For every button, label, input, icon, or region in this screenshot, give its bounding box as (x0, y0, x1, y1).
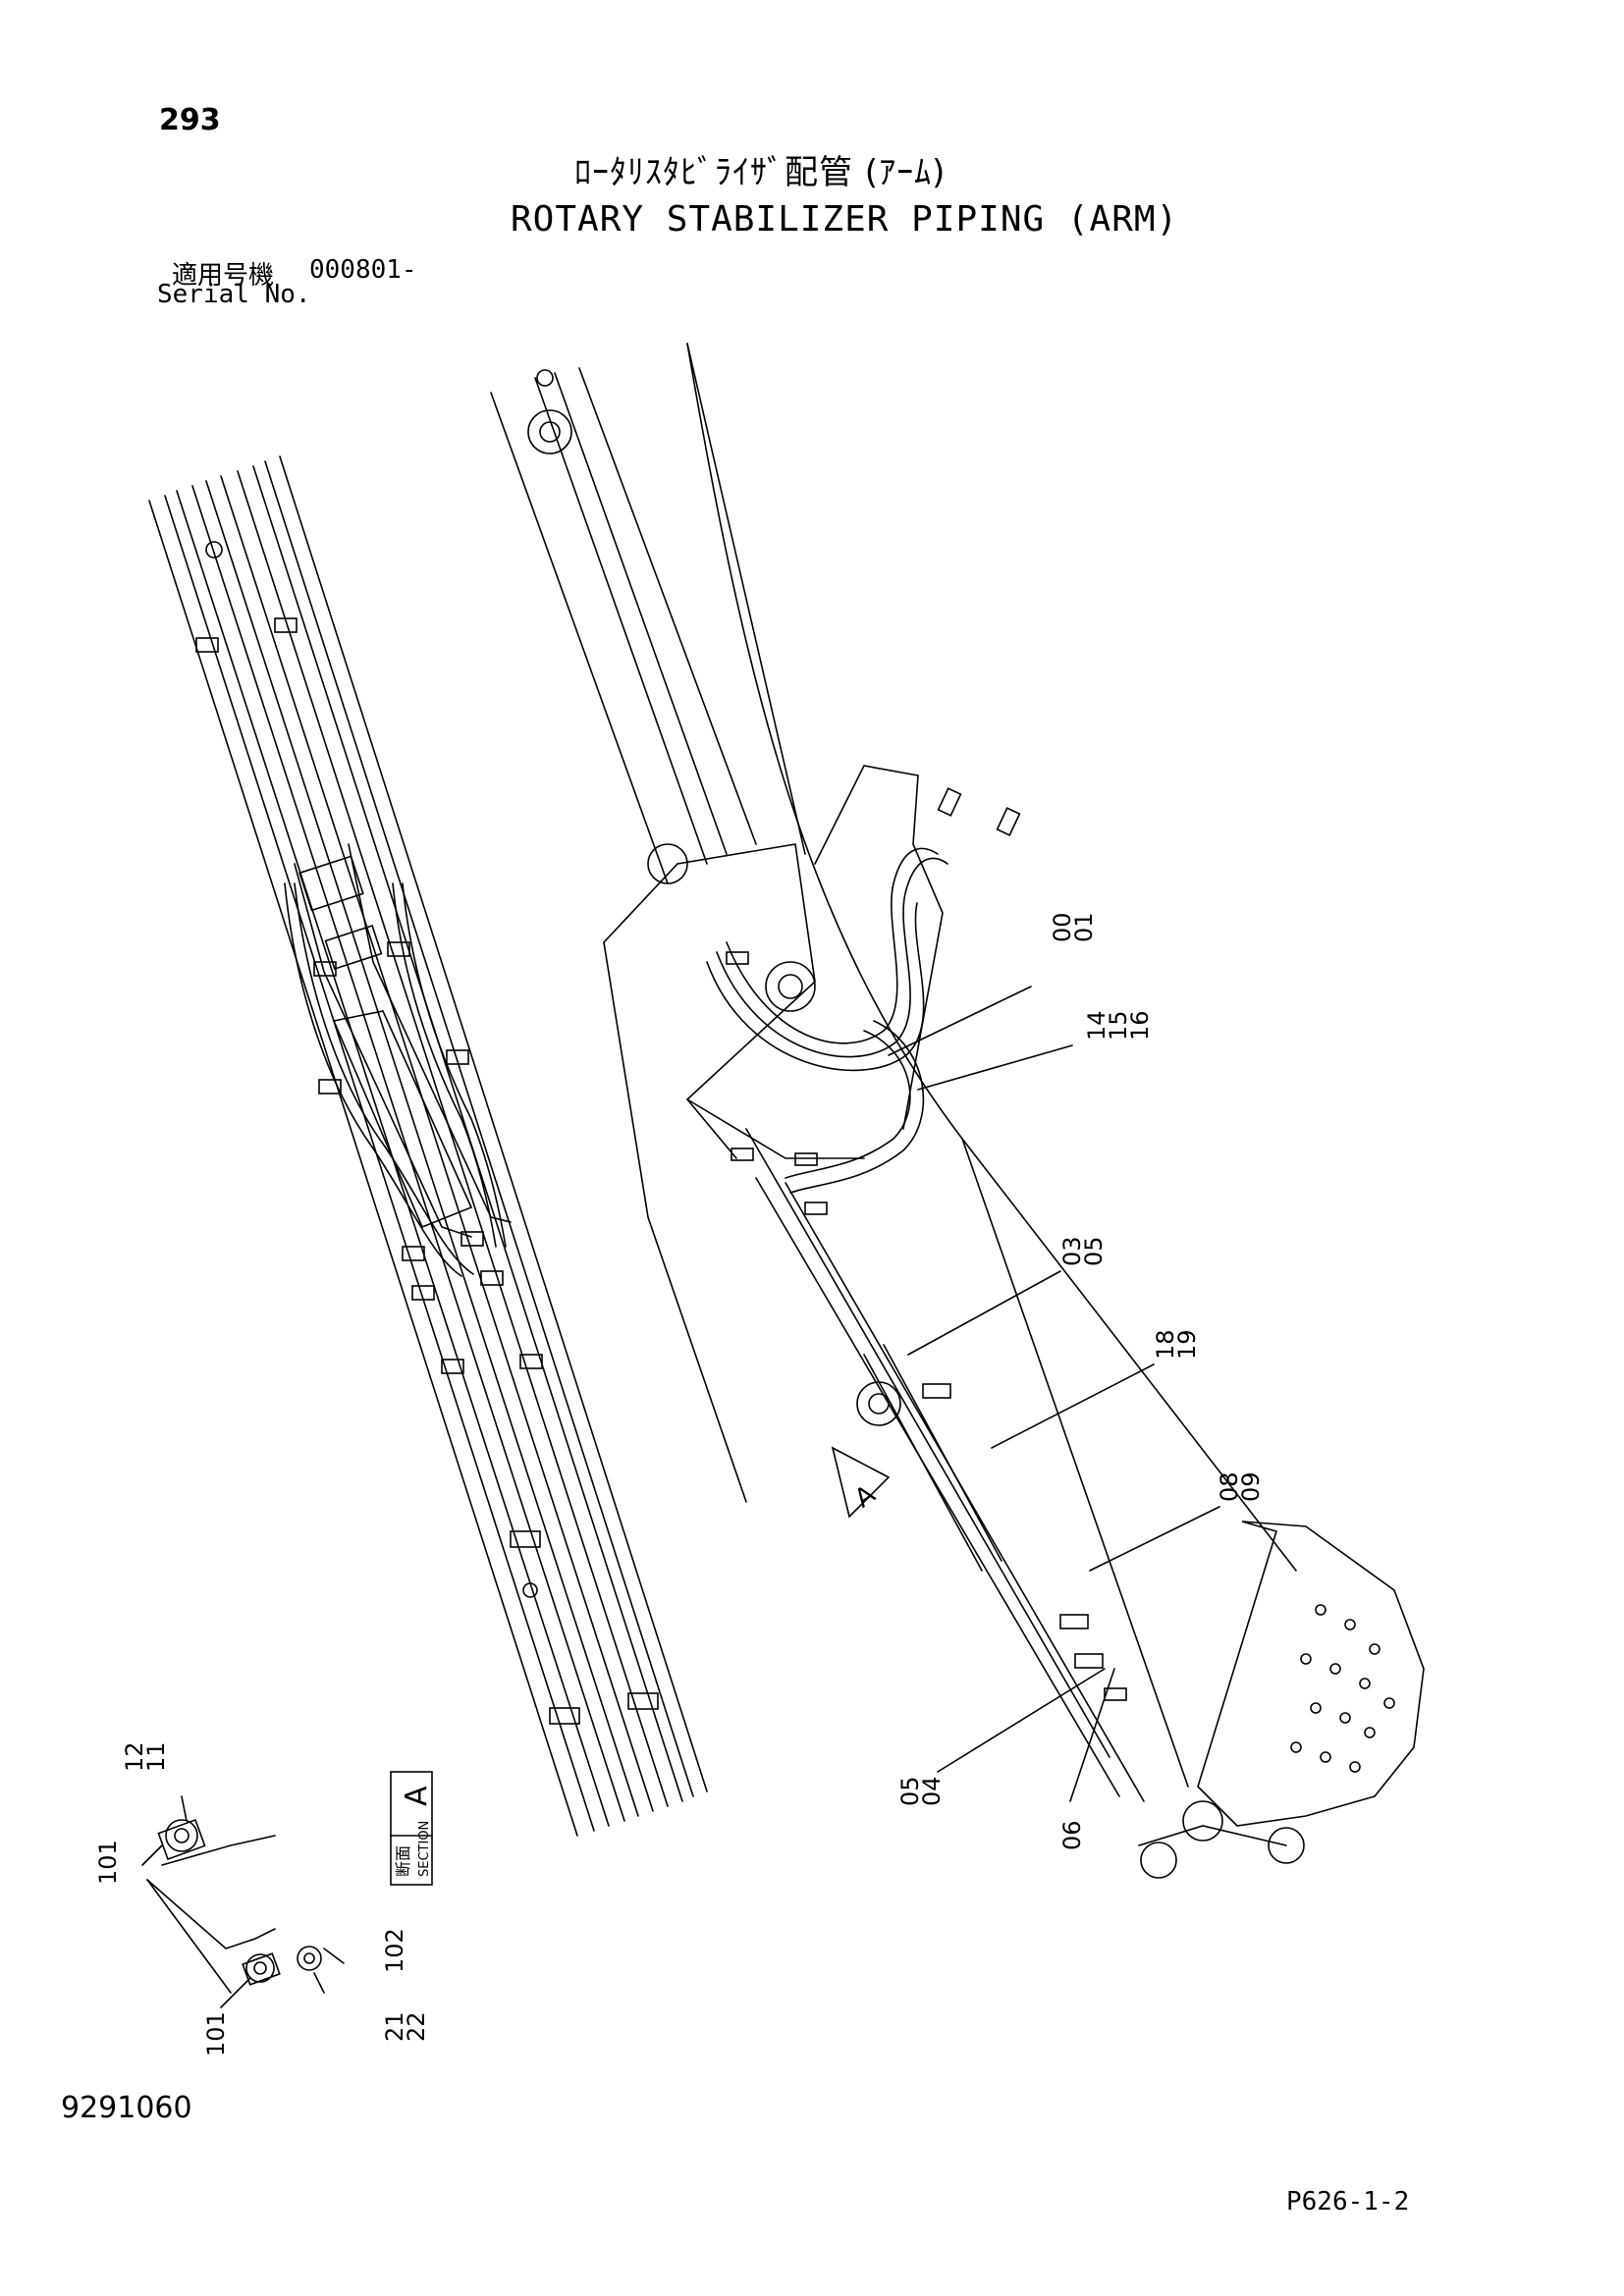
svg-text:22: 22 (403, 2011, 430, 2042)
svg-text:101: 101 (94, 1840, 122, 1885)
callout-05-04: 05 04 (896, 1776, 946, 1806)
svg-text:15: 15 (1105, 1010, 1132, 1041)
svg-text:101: 101 (202, 2011, 230, 2056)
svg-text:102: 102 (381, 1928, 408, 1973)
svg-text:11: 11 (142, 1741, 170, 1772)
svg-text:14: 14 (1083, 1010, 1110, 1041)
callout-101-bottom: 101 (202, 2011, 230, 2056)
section-a-marker (831, 1446, 891, 1519)
svg-text:断面: 断面 (394, 1845, 412, 1877)
serial-label-japanese: 適用号機 (172, 261, 275, 291)
callout-21-22: 21 22 (381, 2011, 430, 2042)
svg-text:12: 12 (121, 1741, 148, 1772)
section-a-detail (141, 1771, 433, 2008)
svg-text:00: 00 (1049, 912, 1076, 942)
svg-text:18: 18 (1152, 1329, 1179, 1360)
callout-00-01: 00 01 (1049, 912, 1098, 942)
svg-text:A: A (849, 1479, 881, 1514)
svg-text:09: 09 (1237, 1471, 1265, 1502)
drawing-number: 9291060 (61, 2091, 192, 2125)
arm-top-view (148, 455, 708, 1837)
callout-18-19: 18 19 (1152, 1329, 1201, 1360)
callout-101-top: 101 (94, 1840, 122, 1885)
svg-text:08: 08 (1216, 1471, 1243, 1502)
callout-14-15-16: 14 15 16 (1083, 1010, 1154, 1041)
callout-102: 102 (381, 1928, 408, 1973)
callout-08-09: 08 09 (1216, 1471, 1265, 1502)
svg-text:06: 06 (1058, 1820, 1086, 1850)
svg-text:04: 04 (918, 1776, 946, 1806)
title-english: ROTARY STABILIZER PIPING (ARM) (511, 199, 1179, 240)
page-number: 293 (159, 103, 221, 137)
serial-number-value: 000801- (309, 255, 417, 285)
page-code: P626-1-2 (1286, 2187, 1410, 2216)
leader-lines (888, 986, 1220, 1802)
title-japanese: ﾛｰﾀﾘｽﾀﾋﾞﾗｲｻﾞ配管 (ｱｰﾑ) (574, 153, 947, 192)
callout-06: 06 (1058, 1820, 1086, 1850)
callout-03-05: 03 05 (1058, 1236, 1108, 1266)
callout-12-11: 12 11 (121, 1741, 170, 1772)
svg-text:19: 19 (1173, 1329, 1201, 1360)
section-a-label: 断面 SECTION A (394, 1786, 434, 1877)
arm-side-view (490, 343, 1425, 1879)
svg-text:05: 05 (1080, 1236, 1108, 1266)
svg-text:16: 16 (1126, 1010, 1154, 1041)
svg-text:03: 03 (1058, 1236, 1086, 1266)
bucket-holes (1290, 1604, 1395, 1773)
svg-text:A: A (400, 1786, 434, 1806)
serial-label-english: Serial No. (157, 280, 311, 309)
svg-text:SECTION: SECTION (417, 1821, 432, 1877)
svg-text:21: 21 (381, 2011, 408, 2042)
section-a-marker-letter: A (849, 1479, 881, 1514)
svg-text:01: 01 (1070, 912, 1098, 942)
svg-text:05: 05 (896, 1776, 924, 1806)
